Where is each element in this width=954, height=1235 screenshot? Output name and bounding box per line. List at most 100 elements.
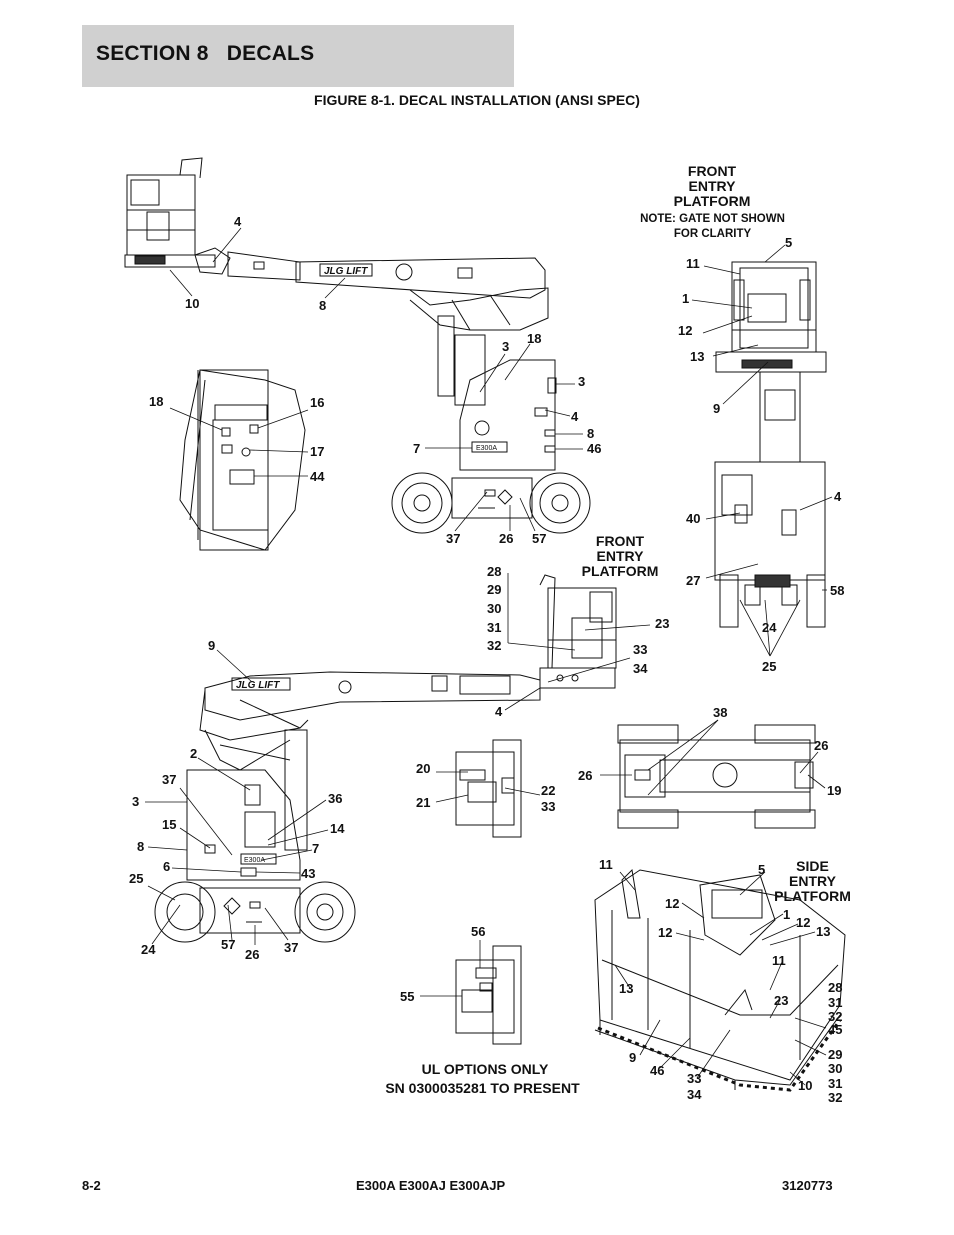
callout-57: 57 <box>532 531 547 546</box>
callout-23: 23 <box>774 993 789 1008</box>
callout-26: 26 <box>499 531 514 546</box>
callout-30: 30 <box>487 601 502 616</box>
callout-7: 7 <box>312 841 320 856</box>
callout-31: 31 <box>828 1076 843 1091</box>
control-panel-view-lower <box>456 946 521 1044</box>
machine-side-view-1: JLG LIFT E300A <box>125 158 590 533</box>
callout-12: 12 <box>658 925 673 940</box>
chassis-top-view <box>618 725 815 828</box>
callout-1: 1 <box>682 291 690 306</box>
callout-5: 5 <box>758 862 766 877</box>
callout-28: 28 <box>828 980 843 995</box>
callout-43: 43 <box>301 866 316 881</box>
model-designation: E300A E300AJ E300AJP <box>356 1178 506 1193</box>
brand-mark-text-2: JLG LIFT <box>236 680 280 691</box>
callout-19: 19 <box>827 783 842 798</box>
callout-55: 55 <box>400 989 415 1004</box>
callout-37: 37 <box>446 531 461 546</box>
callout-32: 32 <box>828 1090 843 1105</box>
callout-4: 4 <box>571 409 579 424</box>
gate-note: NOTE: GATE NOT SHOWN FOR CLARITY <box>640 213 785 240</box>
callout-18: 18 <box>527 331 542 346</box>
callout-37: 37 <box>284 940 299 955</box>
callout-23: 23 <box>655 616 670 631</box>
callout-3: 3 <box>502 339 510 354</box>
callout-24: 24 <box>141 942 156 957</box>
callout-32: 32 <box>828 1009 843 1024</box>
callout-17: 17 <box>310 444 325 459</box>
compartment-detail-view <box>180 370 305 550</box>
callout-3: 3 <box>578 374 586 389</box>
document-part-number: 3120773 <box>782 1178 833 1193</box>
callout-15: 15 <box>162 817 177 832</box>
model-plate-text-2: E300A <box>244 857 265 864</box>
machine-front-view <box>715 262 826 627</box>
callout-31: 31 <box>828 995 843 1010</box>
callout-34: 34 <box>687 1087 702 1102</box>
callout-37: 37 <box>162 772 177 787</box>
callout-31: 31 <box>487 620 502 635</box>
callout-13: 13 <box>816 924 831 939</box>
callout-10: 10 <box>798 1078 813 1093</box>
callout-8: 8 <box>587 426 595 441</box>
figure-title: FIGURE 8-1. DECAL INSTALLATION (ANSI SPE… <box>314 92 640 108</box>
callout-33: 33 <box>687 1071 702 1086</box>
callout-28: 28 <box>487 564 502 579</box>
callout-11: 11 <box>772 953 786 968</box>
callout-11: 11 <box>599 857 613 872</box>
callout-29: 29 <box>487 582 502 597</box>
ul-options-label: UL OPTIONS ONLY <box>421 1061 549 1077</box>
callout-20: 20 <box>416 761 431 776</box>
callout-46: 46 <box>650 1063 665 1078</box>
callout-46: 46 <box>587 441 602 456</box>
section-header-band <box>82 25 514 87</box>
page-number: 8-2 <box>82 1178 101 1193</box>
side-entry-platform-label: SIDE ENTRY PLATFORM <box>774 858 851 904</box>
callout-25: 25 <box>129 871 144 886</box>
callout-13: 13 <box>690 349 705 364</box>
callout-12: 12 <box>665 896 680 911</box>
callout-9: 9 <box>629 1050 637 1065</box>
front-entry-platform-label-2: FRONT ENTRY PLATFORM <box>581 533 659 579</box>
callout-13: 13 <box>619 981 634 996</box>
callout-12: 12 <box>796 915 811 930</box>
callout-16: 16 <box>310 395 325 410</box>
jlg-lift-decal <box>320 264 372 276</box>
control-panel-view-upper <box>456 740 521 837</box>
callout-24: 24 <box>762 620 777 635</box>
callout-9: 9 <box>713 401 721 416</box>
callout-29: 29 <box>828 1047 843 1062</box>
callout-26: 26 <box>245 947 260 962</box>
callout-8: 8 <box>137 839 145 854</box>
callout-26: 26 <box>814 738 829 753</box>
brand-mark-text: JLG LIFT <box>324 266 368 277</box>
serial-number-range-label: SN 0300035281 TO PRESENT <box>385 1080 580 1096</box>
callout-7: 7 <box>413 441 421 456</box>
side-entry-platform-view <box>595 870 845 1090</box>
callout-27: 27 <box>686 573 701 588</box>
callout-56: 56 <box>471 924 486 939</box>
callout-40: 40 <box>686 511 701 526</box>
callout-2: 2 <box>190 746 198 761</box>
callout-10: 10 <box>185 296 200 311</box>
callout-33: 33 <box>633 642 648 657</box>
callout-14: 14 <box>330 821 345 836</box>
callout-30: 30 <box>828 1061 843 1076</box>
callout-25: 25 <box>762 659 777 674</box>
callout-33: 33 <box>541 799 556 814</box>
callout-6: 6 <box>163 859 171 874</box>
callout-36: 36 <box>328 791 343 806</box>
model-plate-text: E300A <box>476 445 497 452</box>
machine-side-view-2: JLG LIFT E300A <box>155 575 616 942</box>
front-entry-platform-label-1: FRONT ENTRY PLATFORM <box>673 163 751 209</box>
callout-22: 22 <box>541 783 556 798</box>
callout-4: 4 <box>834 489 842 504</box>
callout-34: 34 <box>633 661 648 676</box>
callout-4: 4 <box>495 704 503 719</box>
leader-lines <box>145 228 832 1085</box>
callout-18: 18 <box>149 394 164 409</box>
callout-4: 4 <box>234 214 242 229</box>
callout-38: 38 <box>713 705 728 720</box>
callout-12: 12 <box>678 323 693 338</box>
